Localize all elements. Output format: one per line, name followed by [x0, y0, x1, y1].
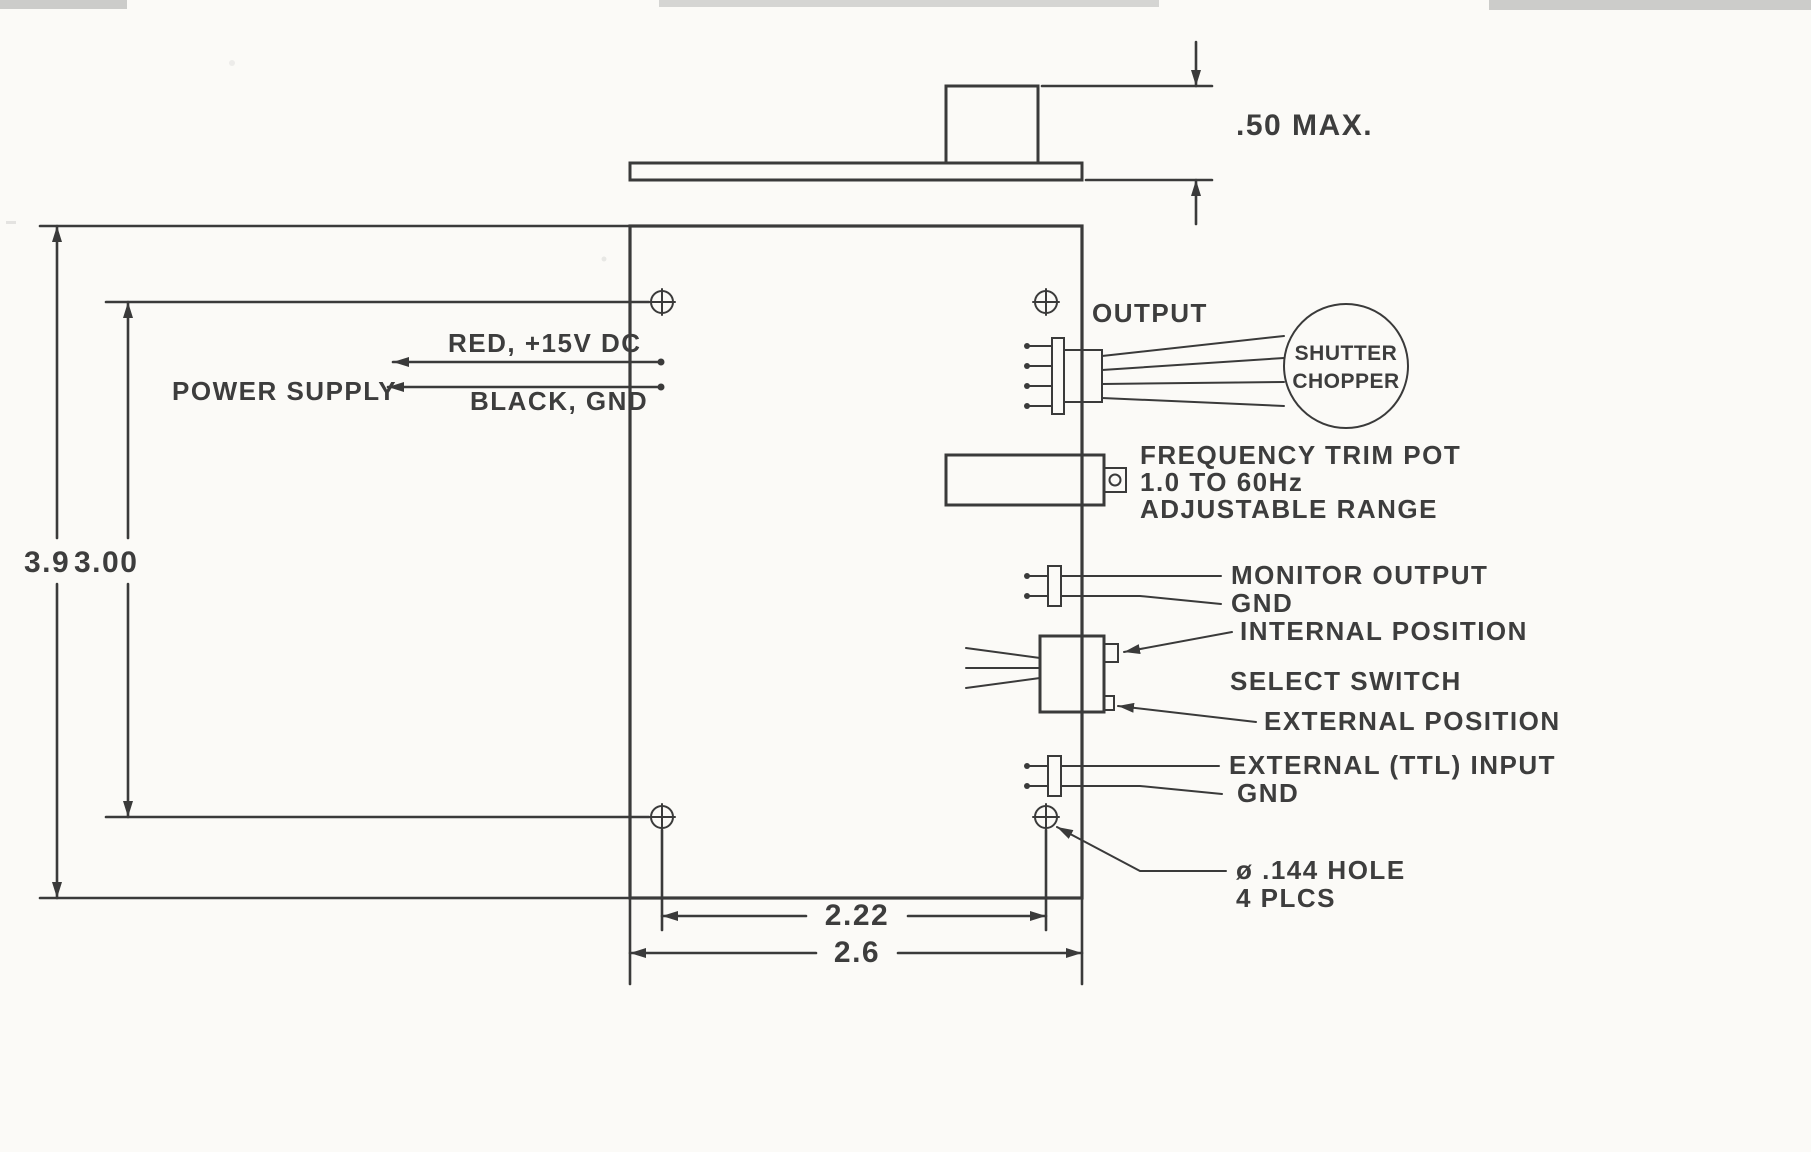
- black-wire-label: BLACK, GND: [470, 386, 648, 416]
- device-label-line1: SHUTTER: [1295, 342, 1398, 365]
- hole-note-line2: 4 PLCS: [1236, 883, 1336, 913]
- connector-body: [1047, 565, 1062, 607]
- switch-external-tab: [1103, 695, 1115, 711]
- scan-smudge: [0, 0, 127, 9]
- scan-artifacts: [0, 0, 1811, 262]
- mounting-hole-bottom-right: [1032, 803, 1060, 831]
- hole-note-line1: ø .144 HOLE: [1236, 855, 1406, 885]
- scan-speck: [229, 60, 235, 66]
- select-switch-label: SELECT SWITCH: [1230, 666, 1462, 696]
- select-switch: INTERNAL POSITION SELECT SWITCH EXTERNAL…: [965, 616, 1561, 736]
- output-wire: [1101, 381, 1285, 385]
- output-wire: [1101, 335, 1285, 357]
- ttl-input-label: EXTERNAL (TTL) INPUT: [1229, 750, 1556, 780]
- output-connector: OUTPUT: [1024, 298, 1285, 415]
- solder-dot: [1024, 383, 1030, 389]
- trim-pot-label-line3: ADJUSTABLE RANGE: [1140, 494, 1438, 524]
- solder-dot: [1024, 573, 1030, 579]
- board-width-label: 2.6: [834, 936, 880, 969]
- scan-speck: [601, 256, 607, 262]
- monitor-gnd-label: GND: [1231, 588, 1293, 618]
- mounting-hole-top-left: [648, 288, 676, 316]
- solder-dot: [1024, 363, 1030, 369]
- power-supply-wires: RED, +15V DC BLACK, GND POWER SUPPLY: [172, 328, 665, 416]
- scan-smudge: [659, 0, 1159, 7]
- leader-external-position: [1117, 702, 1257, 723]
- trim-pot-label-line2: 1.0 TO 60Hz: [1140, 467, 1303, 497]
- solder-dot: [1024, 593, 1030, 599]
- red-wire-label: RED, +15V DC: [448, 328, 642, 358]
- trim-pot-body: [944, 453, 1106, 507]
- height-dimensions: 3.9 3.00: [24, 224, 651, 900]
- solder-dot: [1024, 763, 1030, 769]
- trim-pot-screw-housing: [1103, 467, 1127, 493]
- connector-body: [1047, 755, 1062, 797]
- mounting-hole-top-right: [1032, 288, 1060, 316]
- side-view: .50 MAX.: [628, 40, 1373, 226]
- shutter-chopper-device: SHUTTER CHOPPER: [1283, 303, 1409, 429]
- scan-smudge: [1489, 0, 1811, 10]
- width-dimensions: 2.22 2.6: [628, 828, 1084, 986]
- power-supply-label: POWER SUPPLY: [172, 376, 397, 406]
- output-label: OUTPUT: [1092, 298, 1208, 328]
- monitor-output-label: MONITOR OUTPUT: [1231, 560, 1488, 590]
- hole-callout: ø .144 HOLE 4 PLCS: [1056, 826, 1406, 913]
- internal-position-label: INTERNAL POSITION: [1240, 616, 1528, 646]
- monitor-output-connector: MONITOR OUTPUT GND: [1024, 560, 1488, 618]
- trim-pot-screw: [1108, 473, 1122, 487]
- leader-internal-position: [1123, 631, 1233, 655]
- solder-dot: [1024, 403, 1030, 409]
- switch-body: [1038, 634, 1106, 714]
- connector-header: [1051, 337, 1065, 415]
- switch-pin: [965, 677, 1041, 689]
- hole-spacing-label: 2.22: [825, 899, 889, 932]
- output-wire: [1101, 357, 1285, 371]
- external-position-label: EXTERNAL POSITION: [1264, 706, 1561, 736]
- connector-body: [1063, 349, 1103, 403]
- outer-height-label: 3.9: [24, 546, 70, 579]
- trim-pot-label-line1: FREQUENCY TRIM POT: [1140, 440, 1461, 470]
- leader-gnd: [1060, 785, 1223, 795]
- board-edge-profile: [628, 161, 1084, 182]
- switch-pin: [965, 647, 1041, 659]
- solder-dot: [1024, 783, 1030, 789]
- scan-speck: [6, 221, 16, 224]
- inner-height-label: 3.00: [74, 546, 138, 579]
- device-circle: [1283, 303, 1409, 429]
- frequency-trim-pot: FREQUENCY TRIM POT 1.0 TO 60Hz ADJUSTABL…: [944, 440, 1461, 524]
- output-wire: [1101, 397, 1285, 407]
- leader-gnd: [1060, 595, 1222, 605]
- mounting-hole-bottom-left: [648, 803, 676, 831]
- board-outline: [628, 224, 1084, 900]
- leader-hole: [1056, 826, 1227, 872]
- max-height-label: .50 MAX.: [1236, 109, 1373, 142]
- device-label-line2: CHOPPER: [1292, 370, 1399, 393]
- ttl-input-connector: EXTERNAL (TTL) INPUT GND: [1024, 750, 1556, 808]
- switch-internal-tab: [1103, 643, 1119, 663]
- tallest-component-profile: [944, 84, 1040, 165]
- ttl-gnd-label: GND: [1237, 778, 1299, 808]
- solder-dot: [1024, 343, 1030, 349]
